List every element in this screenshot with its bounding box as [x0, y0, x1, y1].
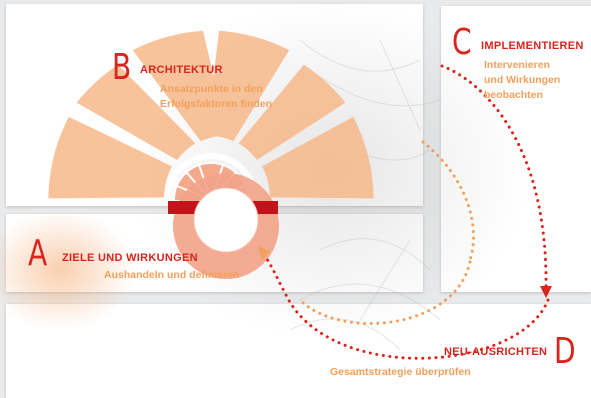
stage-a-text: Aushandeln und definieren	[104, 269, 240, 281]
arrow-d-to-a	[260, 250, 550, 360]
stage-c-text-3: beobachten	[484, 89, 543, 101]
stage-b-title: ARCHITEKTUR	[140, 64, 223, 76]
arrowhead-d	[540, 286, 552, 298]
arrow-inner-loop	[298, 260, 472, 325]
arrow-b-to-c	[421, 140, 475, 262]
fan-segment-2	[76, 64, 196, 161]
stage-b-letter: B	[112, 47, 132, 88]
stage-c-letter: C	[452, 22, 472, 63]
orange-haze	[0, 210, 135, 330]
stage-d-text: Gesamtstrategie überprüfen	[330, 366, 471, 378]
stage-d-title: NEU-AUSRICHTEN	[444, 346, 548, 358]
stage-c-title: IMPLEMENTIEREN	[481, 40, 584, 52]
fan-segment-6	[262, 116, 374, 199]
stage-a-letter: A	[28, 233, 48, 274]
fan	[48, 30, 374, 199]
fan-segment-5	[238, 64, 346, 161]
fan-segment-3	[132, 30, 228, 142]
grey-strokes	[289, 39, 441, 351]
core-circle	[194, 188, 258, 252]
arrow-c-to-d	[440, 64, 548, 290]
stage-d-letter: D	[554, 331, 576, 372]
stage-a-title: ZIELE UND WIRKUNGEN	[62, 252, 198, 264]
arrowhead-a	[258, 246, 270, 260]
stage-c-text-2: und Wirkungen	[484, 74, 561, 86]
fan-segment-4	[206, 30, 290, 142]
stage-b-text-2: Erfolgsfaktoren finden	[160, 98, 273, 110]
stage-b-text-1: Ansatzpunkte in den	[160, 83, 263, 95]
fan-segment-1	[48, 116, 172, 199]
stage-c-text-1: Intervenieren	[484, 59, 550, 71]
